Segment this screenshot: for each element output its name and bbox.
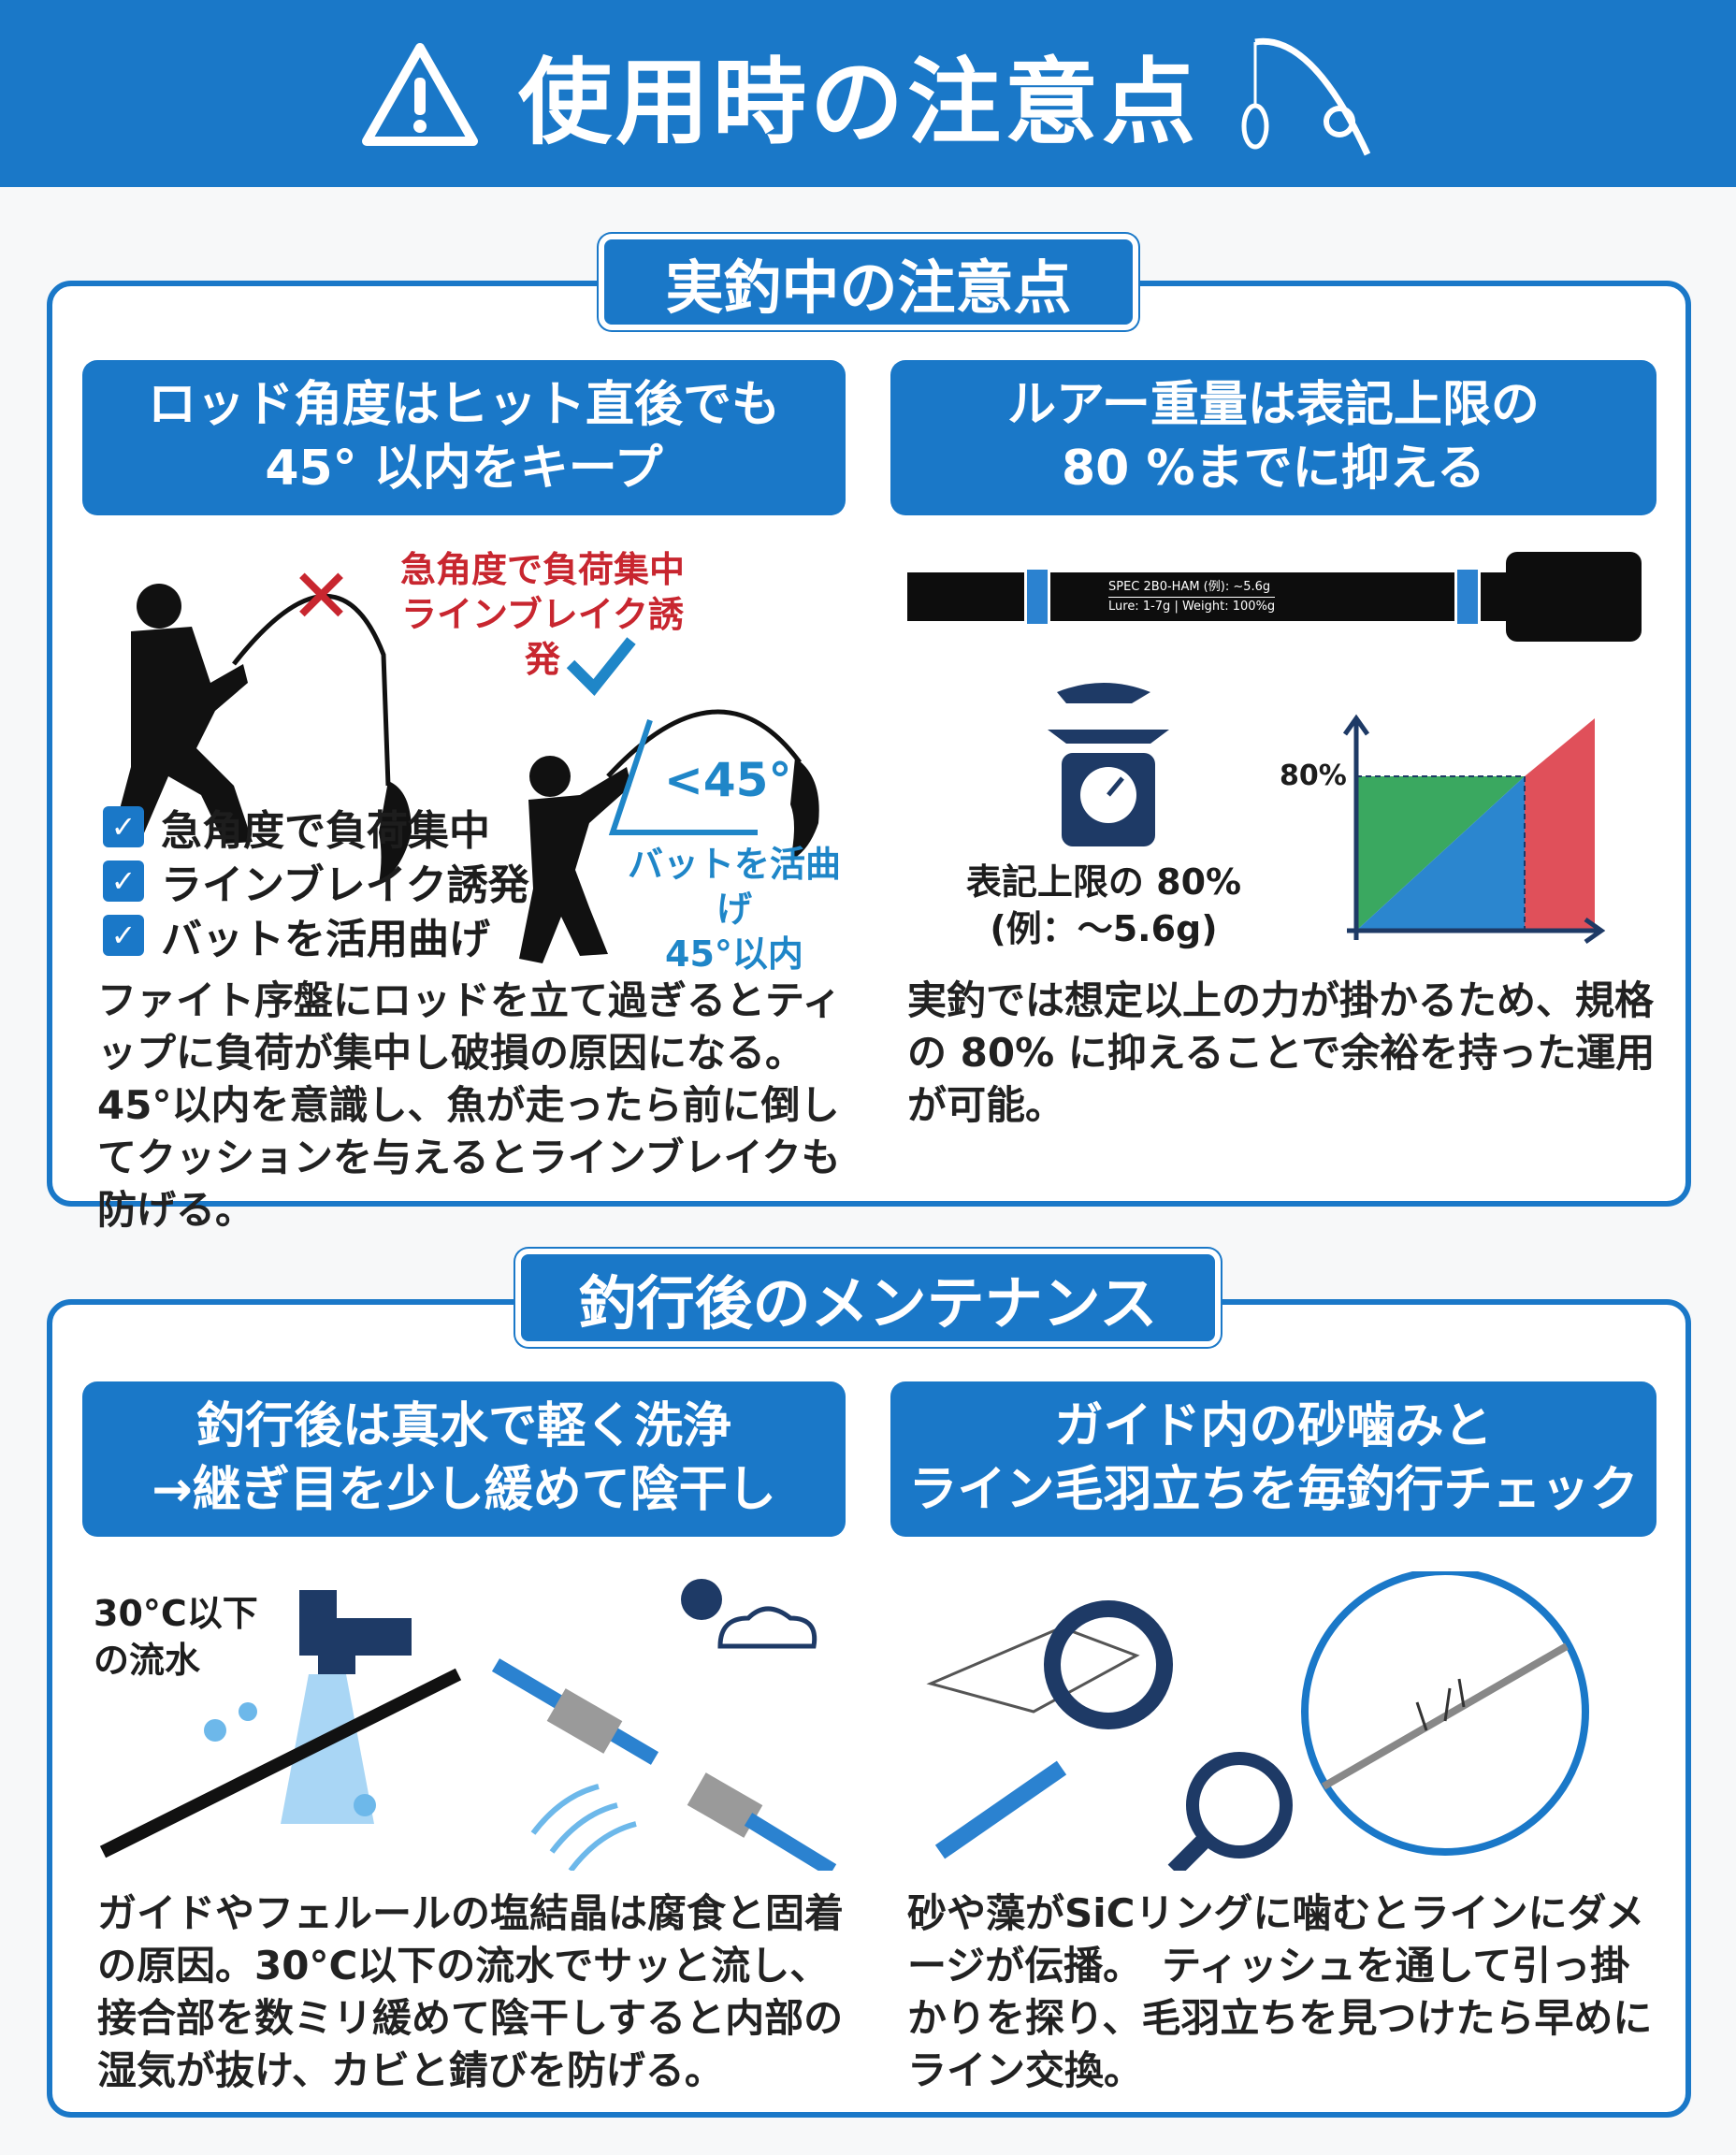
check-icon	[566, 637, 636, 696]
angler-good-silhouette	[519, 756, 631, 963]
angler-illustration: ✕	[112, 553, 819, 963]
chart-axes	[1342, 714, 1606, 945]
heading-washing: 釣行後は真水で軽く洗浄 →継ぎ目を少し緩めて陰干し	[82, 1381, 846, 1537]
rod-wrap	[1454, 567, 1481, 627]
water-drop-icon	[354, 1794, 376, 1816]
washing-description: ガイドやフェルールの塩結晶は腐食と固着の原因。30°C以下の流水でサッと流し、接…	[97, 1890, 845, 2093]
heading-rod-angle: ロッド角度はヒット直後でも 45° 以内をキープ	[82, 360, 846, 515]
load-ratio-chart	[1342, 714, 1606, 945]
lure-weight-description: 実釣では想定以上の力が掛かるため、規格の 80% に抑えることで余裕を持った運用…	[907, 977, 1656, 1128]
air-flow-icon	[530, 1784, 637, 1871]
rod-bad	[232, 593, 391, 787]
rod-spec-line2: Lure: 1-7g | Weight: 100%g	[1108, 600, 1276, 614]
scale-label: 表記上限の 80%	[965, 861, 1242, 903]
water-temp-label: 30°C以下 の流水	[94, 1593, 258, 1681]
rod-grip	[1506, 552, 1642, 642]
washing-illustration	[99, 1579, 837, 1871]
checklist-item: ✓ラインブレイク誘発	[103, 854, 529, 909]
checkbox-icon: ✓	[103, 861, 144, 902]
rod-spec-line1: SPEC 2B0-HAM (例): ~5.6g	[1108, 578, 1276, 598]
ferrule-icon	[546, 1688, 623, 1754]
tissue-icon	[926, 1626, 1140, 1714]
cloud-icon	[717, 1606, 817, 1649]
checkbox-icon: ✓	[103, 915, 144, 956]
rod-good	[606, 709, 803, 778]
fish-icon	[379, 781, 412, 884]
fishing-rod-icon	[1241, 37, 1371, 156]
water-stream	[281, 1674, 374, 1824]
fish-icon	[790, 758, 819, 861]
bad-warning-label: 急角度で負荷集中 ラインブレイク誘発	[399, 549, 685, 680]
checklist-item: ✓急角度で負荷集中	[103, 800, 529, 855]
magnifier-icon	[1186, 1752, 1293, 1859]
angler-bad-silhouette	[112, 584, 253, 844]
guide-ring-icon	[1044, 1600, 1173, 1729]
heading-guide-check: ガイド内の砂噛みと ライン毛羽立ちを毎釣行チェック	[890, 1381, 1656, 1537]
rod-wrap	[1024, 567, 1050, 627]
checklist: ✓急角度で負荷集中 ✓ラインブレイク誘発 ✓バットを活用曲げ	[103, 800, 529, 963]
sun-icon	[681, 1579, 722, 1620]
guide-check-description: 砂や藻がSiCリングに噛むとラインにダメージが伝播。 ティッシュを通して引っ掛か…	[907, 1890, 1653, 2093]
page-header: 使用時の注意点	[0, 0, 1736, 187]
angle-icon	[608, 719, 758, 835]
section-title-in-use: 実釣中の注意点	[599, 234, 1138, 330]
good-label: バットを活曲げ 45°以内	[627, 844, 841, 975]
warning-triangle-icon	[362, 42, 478, 146]
faucet-icon	[299, 1590, 412, 1674]
scale-with-lure-illustration	[1048, 683, 1169, 846]
rod-angle-description: ファイト序盤にロッドを立て過ぎるとティップに負荷が集中し破損の原因になる。45°…	[97, 977, 842, 1233]
cross-icon: ✕	[290, 553, 353, 640]
guide-check-illustration	[926, 1571, 1589, 1871]
chart-80-label: 80%	[1280, 759, 1347, 792]
section-title-maintenance: 釣行後のメンテナンス	[515, 1249, 1221, 1347]
page-title: 使用時の注意点	[518, 47, 1199, 157]
scale-example: (例：～5.6g)	[990, 908, 1218, 949]
checklist-item: ✓バットを活用曲げ	[103, 908, 529, 963]
lure-icon	[1057, 683, 1150, 703]
angle-label: <45°	[664, 753, 792, 807]
heading-lure-weight: ルアー重量は表記上限の 80 %までに抑える	[890, 360, 1656, 515]
rod-being-washed	[99, 1668, 462, 1859]
checkbox-icon: ✓	[103, 806, 144, 847]
rod-blank-illustration: SPEC 2B0-HAM (例): ~5.6g Lure: 1-7g | Wei…	[907, 552, 1642, 642]
chart-blue-area	[1356, 776, 1525, 931]
chart-red-area	[1525, 718, 1595, 931]
